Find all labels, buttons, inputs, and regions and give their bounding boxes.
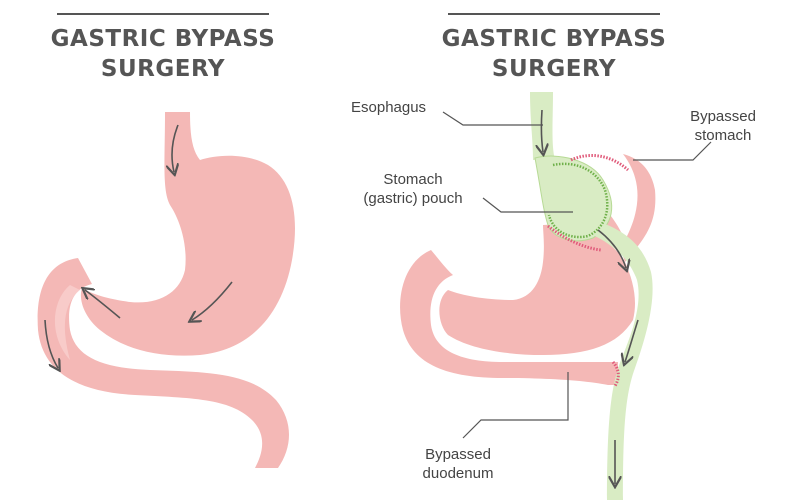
staple-line [547, 224, 602, 252]
leader-line-duodenum [462, 372, 569, 439]
staple-line [547, 162, 609, 239]
flow-arrow [597, 229, 626, 268]
label-bypassed-stomach: Bypassed stomach [690, 108, 756, 144]
leader-line-esophagus [442, 111, 543, 126]
leader-line-pouch [482, 197, 573, 213]
panel-title: GASTRIC BYPASS SURGERY [404, 24, 704, 84]
gastric-pouch-shape [534, 155, 613, 242]
title-line-1: GASTRIC BYPASS [50, 26, 276, 52]
normal-stomach-illustration [37, 112, 295, 468]
panel-title: GASTRIC BYPASS SURGERY [13, 24, 313, 84]
panel-bypass-stomach: GASTRIC BYPASS SURGERY [351, 0, 786, 503]
panel-normal-stomach: GASTRIC BYPASS SURGERY [13, 13, 313, 468]
duodenum-shape [400, 250, 618, 385]
flow-arrow [625, 319, 639, 362]
flow-arrow [192, 281, 233, 320]
duodenum-shape [37, 258, 289, 468]
leader-line-bypassed-stomach [633, 141, 712, 161]
stomach-shape [80, 112, 295, 356]
label-bypassed-duodenum: Bypassed duodenum [422, 446, 494, 482]
staple-line [570, 153, 630, 172]
title-line-1: GASTRIC BYPASS [441, 26, 667, 52]
flow-arrow [44, 319, 58, 368]
title-line-2: SURGERY [100, 56, 226, 82]
label-stomach-pouch: Stomach (gastric) pouch [363, 171, 463, 207]
flow-arrow [172, 124, 178, 172]
title-rule [448, 13, 660, 15]
title-line-2: SURGERY [491, 56, 617, 82]
esophagus-shape [530, 92, 555, 160]
flow-arrow [541, 109, 543, 152]
flow-arrow [85, 290, 121, 319]
label-esophagus: Esophagus [351, 99, 427, 116]
title-rule [57, 13, 269, 15]
bypass-stomach-illustration [400, 92, 712, 500]
